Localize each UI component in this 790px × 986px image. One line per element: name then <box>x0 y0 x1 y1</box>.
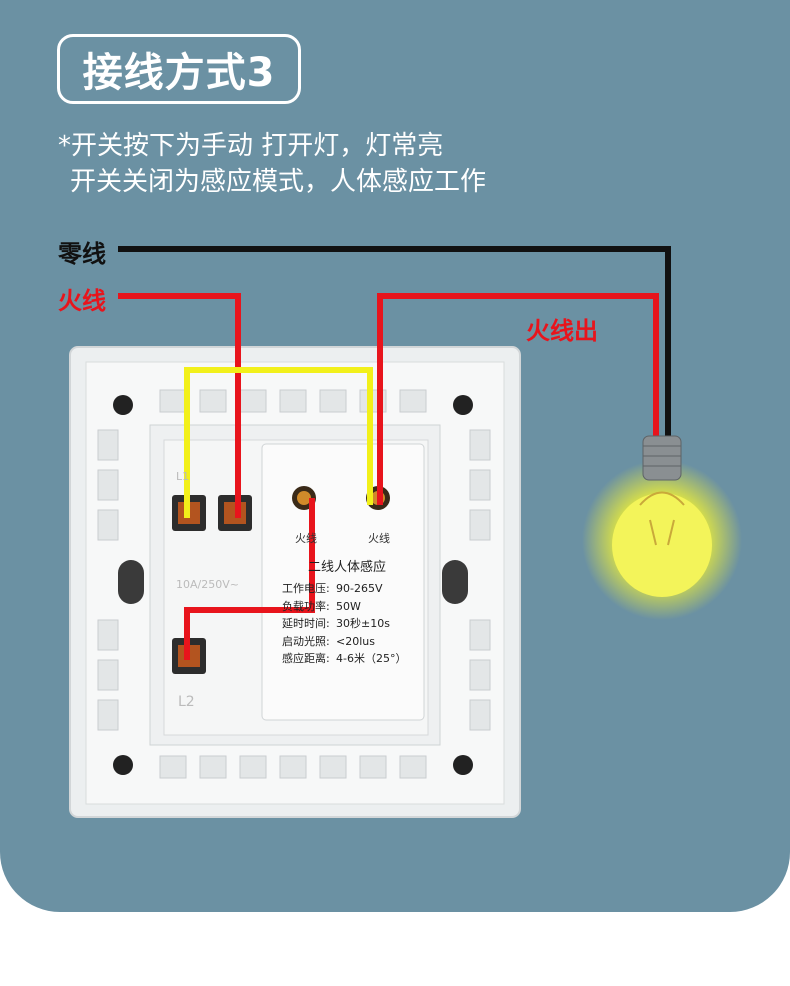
description-line-2: 开关关闭为感应模式，人体感应工作 <box>70 167 487 197</box>
spec-row: 启动光照:<20lus <box>282 634 375 648</box>
live-out-wire-label: 火线出 <box>526 317 598 345</box>
jumper-wire <box>184 367 373 518</box>
module-terminal-left-label: 火线 <box>295 532 317 545</box>
l2-marking: L2 <box>178 694 195 710</box>
spec-row: 感应距离:4-6米（25°） <box>282 652 407 665</box>
rating-marking: 10A/250V~ <box>176 578 239 591</box>
module-title: 二线人体感应 <box>308 560 387 575</box>
neutral-wire <box>118 246 671 440</box>
module-spec-list: 工作电压:90-265V 负载功率:50W 延时时间:30秒±10s 启动光照:… <box>282 580 406 668</box>
l1-marking: L1 <box>176 470 190 483</box>
live-wire-label: 火线 <box>58 287 106 315</box>
description-line-1: *开关按下为手动 打开灯，灯常亮 <box>58 131 444 161</box>
spec-row: 工作电压:90-265V <box>282 582 383 595</box>
spec-row: 负载功率:50W <box>282 599 361 613</box>
module-to-l2-wire <box>184 498 315 660</box>
live-out-wire <box>377 293 659 505</box>
neutral-wire-label: 零线 <box>58 240 106 268</box>
module-terminal-right-label: 火线 <box>368 532 390 545</box>
spec-row: 延时时间:30秒±10s <box>282 617 390 630</box>
light-bulb-icon <box>582 435 742 620</box>
live-wire <box>118 293 241 518</box>
page-title: 接线方式3 <box>57 34 301 104</box>
